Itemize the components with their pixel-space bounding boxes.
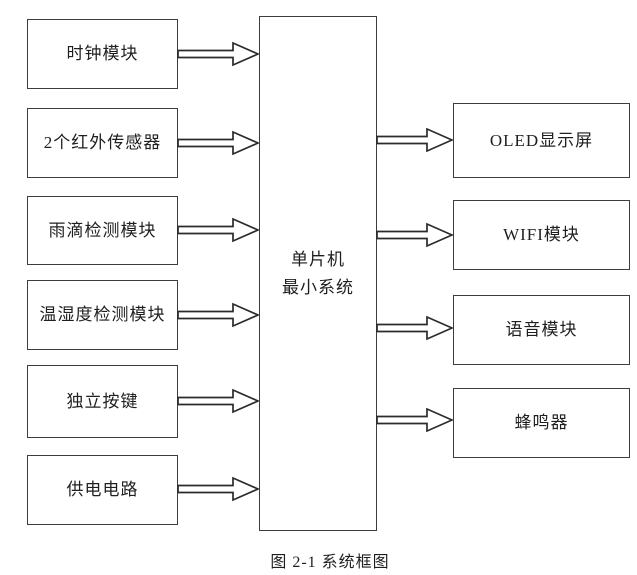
arrow-mcu-to-oled-icon <box>376 127 454 153</box>
block-temp-humidity-detection-module: 温湿度检测模块 <box>27 280 178 350</box>
block-wifi-module: WIFI模块 <box>453 200 630 270</box>
arrow-mcu-to-wifi-icon <box>376 222 454 248</box>
mcu-label-line2: 最小系统 <box>282 277 354 297</box>
block-voice-module: 语音模块 <box>453 295 630 365</box>
block-label: 温湿度检测模块 <box>39 305 166 325</box>
mcu-label-line1: 单片机 <box>291 250 345 270</box>
block-label: 时钟模块 <box>66 44 139 64</box>
arrow-temp-humidity-to-mcu-icon <box>177 302 260 328</box>
arrow-keys-to-mcu-icon <box>177 388 260 414</box>
block-label: 2个红外传感器 <box>43 133 162 153</box>
arrow-clock-to-mcu-icon <box>177 41 260 67</box>
block-independent-keys: 独立按键 <box>27 365 178 438</box>
block-label: 雨滴检测模块 <box>48 220 157 240</box>
block-power-supply-circuit: 供电电路 <box>27 455 178 525</box>
block-clock-module: 时钟模块 <box>27 19 178 89</box>
arrow-infrared-to-mcu-icon <box>177 130 260 156</box>
block-label: OLED显示屏 <box>489 130 594 150</box>
arrow-mcu-to-buzzer-icon <box>376 407 454 433</box>
block-label: 供电电路 <box>66 480 139 500</box>
block-infrared-sensors: 2个红外传感器 <box>27 108 178 178</box>
block-label: 语音模块 <box>505 320 578 340</box>
arrow-raindrop-to-mcu-icon <box>177 217 260 243</box>
block-raindrop-detection-module: 雨滴检测模块 <box>27 196 178 265</box>
block-label: WIFI模块 <box>503 225 580 245</box>
block-label: 独立按键 <box>66 391 139 411</box>
block-oled-display: OLED显示屏 <box>453 103 630 178</box>
arrow-power-to-mcu-icon <box>177 476 260 502</box>
block-buzzer: 蜂鸣器 <box>453 388 630 458</box>
block-mcu-minimal-system: 单片机 最小系统 <box>259 16 377 531</box>
figure-caption: 图 2-1 系统框图 <box>270 554 390 571</box>
block-label: 蜂鸣器 <box>514 413 569 433</box>
arrow-mcu-to-voice-icon <box>376 315 454 341</box>
